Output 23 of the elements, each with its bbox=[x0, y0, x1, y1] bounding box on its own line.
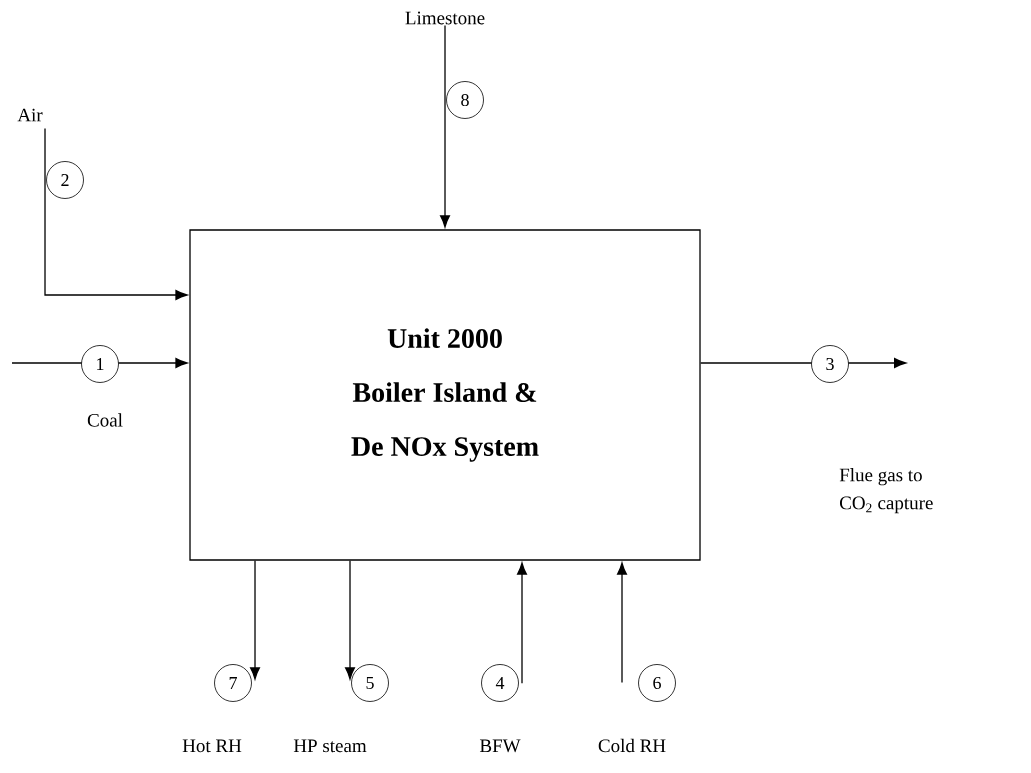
stream-label: BFW bbox=[479, 739, 521, 753]
stream-label: Coal bbox=[87, 413, 123, 427]
arrow bbox=[44, 127, 188, 300]
arrow bbox=[517, 562, 527, 684]
edge-label: 8 bbox=[446, 81, 484, 119]
arrow bbox=[345, 560, 355, 680]
edge-label: 4 bbox=[481, 664, 519, 702]
stream-label: Cold RH bbox=[598, 738, 666, 753]
edge-label: 1 bbox=[81, 345, 119, 383]
edge-label: 3 bbox=[811, 345, 849, 383]
stream-label: Flue gas to CO$_{2}$ capture bbox=[839, 468, 933, 514]
edge-label: 5 bbox=[351, 664, 389, 702]
process-box: Unit 2000 Boiler Island & De NOx System bbox=[189, 229, 701, 561]
edge-label: 6 bbox=[638, 664, 676, 702]
edge-label: 7 bbox=[214, 664, 252, 702]
stream-label: Air bbox=[17, 108, 43, 122]
arrow bbox=[440, 24, 450, 228]
stream-label: HP steam bbox=[293, 739, 367, 753]
stream-label: Hot RH bbox=[182, 739, 242, 753]
arrow bbox=[250, 560, 260, 680]
arrow bbox=[617, 562, 627, 684]
stream-label: Limestone bbox=[405, 11, 485, 25]
edge-label: 2 bbox=[46, 161, 84, 199]
